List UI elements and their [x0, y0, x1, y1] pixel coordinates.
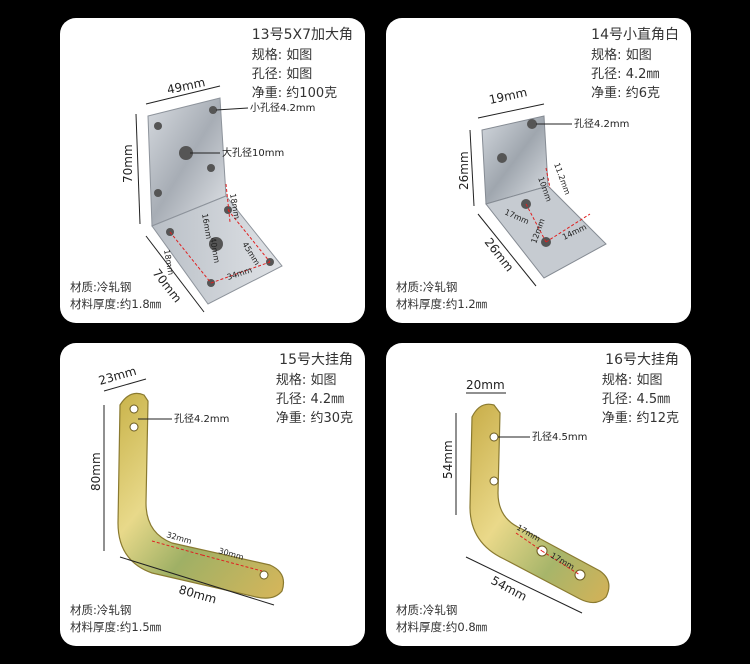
spec-value: 如图: [625, 48, 652, 63]
spec-block: 16号大挂角 规格: 如图 孔径: 4.5㎜ 净重: 约12克: [602, 351, 679, 428]
spec-block: 15号大挂角 规格: 如图 孔径: 4.2㎜ 净重: 约30克: [276, 351, 353, 428]
spec-value: 如图: [286, 48, 313, 63]
hole-label: 孔径:: [251, 67, 283, 82]
dim-11-label: 11.2mm: [552, 162, 572, 197]
small-hole-label: 小孔径4.2mm: [250, 101, 315, 114]
dim-top-label: 23mm: [97, 364, 138, 388]
big-hole-label: 大孔径10mm: [222, 146, 284, 159]
bracket-15-illustration: 23mm 80mm 80mm 孔径4.2mm 32mm 30mm: [89, 364, 285, 607]
material-text: 材质:冷轧钢: [396, 280, 458, 294]
spec-label: 规格:: [251, 48, 283, 63]
thickness-text: 材料厚度:约1.5㎜: [70, 620, 162, 634]
hole-label: 孔径4.2mm: [174, 412, 229, 425]
weight-label: 净重:: [251, 86, 283, 101]
weight-value: 约100克: [286, 86, 338, 101]
dim-16-label: 16mm: [200, 213, 213, 240]
hole-label: 孔径:: [275, 392, 307, 407]
hole-label: 孔径:: [601, 392, 633, 407]
spec-block: 14号小直角白 规格: 如图 孔径: 4.2㎜ 净重: 约6克: [591, 26, 679, 103]
weight-label: 净重:: [601, 411, 633, 426]
bracket-14-illustration: 19mm 26mm 26mm 孔径4.2mm 11.2mm 10mm 17mm …: [457, 85, 629, 287]
product-card-13: 49mm 70mm 70mm 小孔径4.2mm 大孔径10mm 18mm 16m…: [60, 18, 365, 323]
bracket-13-illustration: 49mm 70mm 70mm 小孔径4.2mm 大孔径10mm 18mm 16m…: [121, 75, 315, 313]
dim-side-label: 70mm: [121, 144, 135, 183]
product-title: 16号大挂角: [605, 352, 679, 368]
dim-top-label: 49mm: [166, 75, 207, 97]
product-title: 13号5X7加大角: [251, 27, 353, 43]
dim-top-label: 19mm: [488, 85, 529, 107]
product-title: 15号大挂角: [279, 352, 353, 368]
weight-value: 约30克: [310, 411, 353, 426]
hole-label: 孔径4.5mm: [532, 430, 587, 443]
dim-side-label: 80mm: [89, 452, 103, 491]
spec-value: 如图: [310, 373, 337, 388]
material-block: 材质:冷轧钢 材料厚度:约1.8㎜: [70, 279, 161, 313]
hole-label: 孔径4.2mm: [574, 117, 629, 130]
hole-value: 如图: [286, 67, 313, 82]
hole-value: 4.5㎜: [636, 392, 671, 407]
product-card-16: 20mm 54mm 54mm 孔径4.5mm 17mm 17mm 16号大挂角 …: [386, 343, 691, 646]
material-block: 材质:冷轧钢 材料厚度:约0.8㎜: [396, 602, 487, 636]
dim-18-label: 18mm: [228, 193, 241, 220]
weight-value: 约6克: [625, 86, 660, 101]
bracket-16-illustration: 20mm 54mm 54mm 孔径4.5mm 17mm 17mm: [441, 378, 610, 614]
material-text: 材质:冷轧钢: [396, 603, 458, 617]
dim-18b-label: 18mm: [162, 249, 175, 276]
product-card-14: 19mm 26mm 26mm 孔径4.2mm 11.2mm 10mm 17mm …: [386, 18, 691, 323]
dim-40-label: 40mm: [208, 237, 221, 264]
spec-label: 规格:: [275, 373, 307, 388]
material-text: 材质:冷轧钢: [70, 603, 132, 617]
weight-label: 净重:: [591, 86, 622, 101]
hole-value: 4.2㎜: [310, 392, 345, 407]
dim-side-label: 54mm: [441, 440, 455, 479]
spec-block: 13号5X7加大角 规格: 如图 孔径: 如图 净重: 约100克: [252, 26, 353, 103]
product-card-15: 23mm 80mm 80mm 孔径4.2mm 32mm 30mm 15号大挂角 …: [60, 343, 365, 646]
hole-value: 4.2㎜: [625, 67, 660, 82]
spec-label: 规格:: [601, 373, 633, 388]
material-block: 材质:冷轧钢 材料厚度:约1.5㎜: [70, 602, 161, 636]
thickness-text: 材料厚度:约1.8㎜: [70, 297, 162, 311]
material-block: 材质:冷轧钢 材料厚度:约1.2㎜: [396, 279, 487, 313]
spec-label: 规格:: [591, 48, 622, 63]
hole-label: 孔径:: [591, 67, 622, 82]
weight-label: 净重:: [275, 411, 307, 426]
dim-side-label: 26mm: [457, 151, 471, 190]
product-title: 14号小直角白: [591, 27, 679, 43]
dim-top-label: 20mm: [466, 378, 505, 392]
spec-value: 如图: [636, 373, 663, 388]
thickness-text: 材料厚度:约1.2㎜: [396, 297, 488, 311]
material-text: 材质:冷轧钢: [70, 280, 132, 294]
weight-value: 约12克: [636, 411, 679, 426]
thickness-text: 材料厚度:约0.8㎜: [396, 620, 488, 634]
